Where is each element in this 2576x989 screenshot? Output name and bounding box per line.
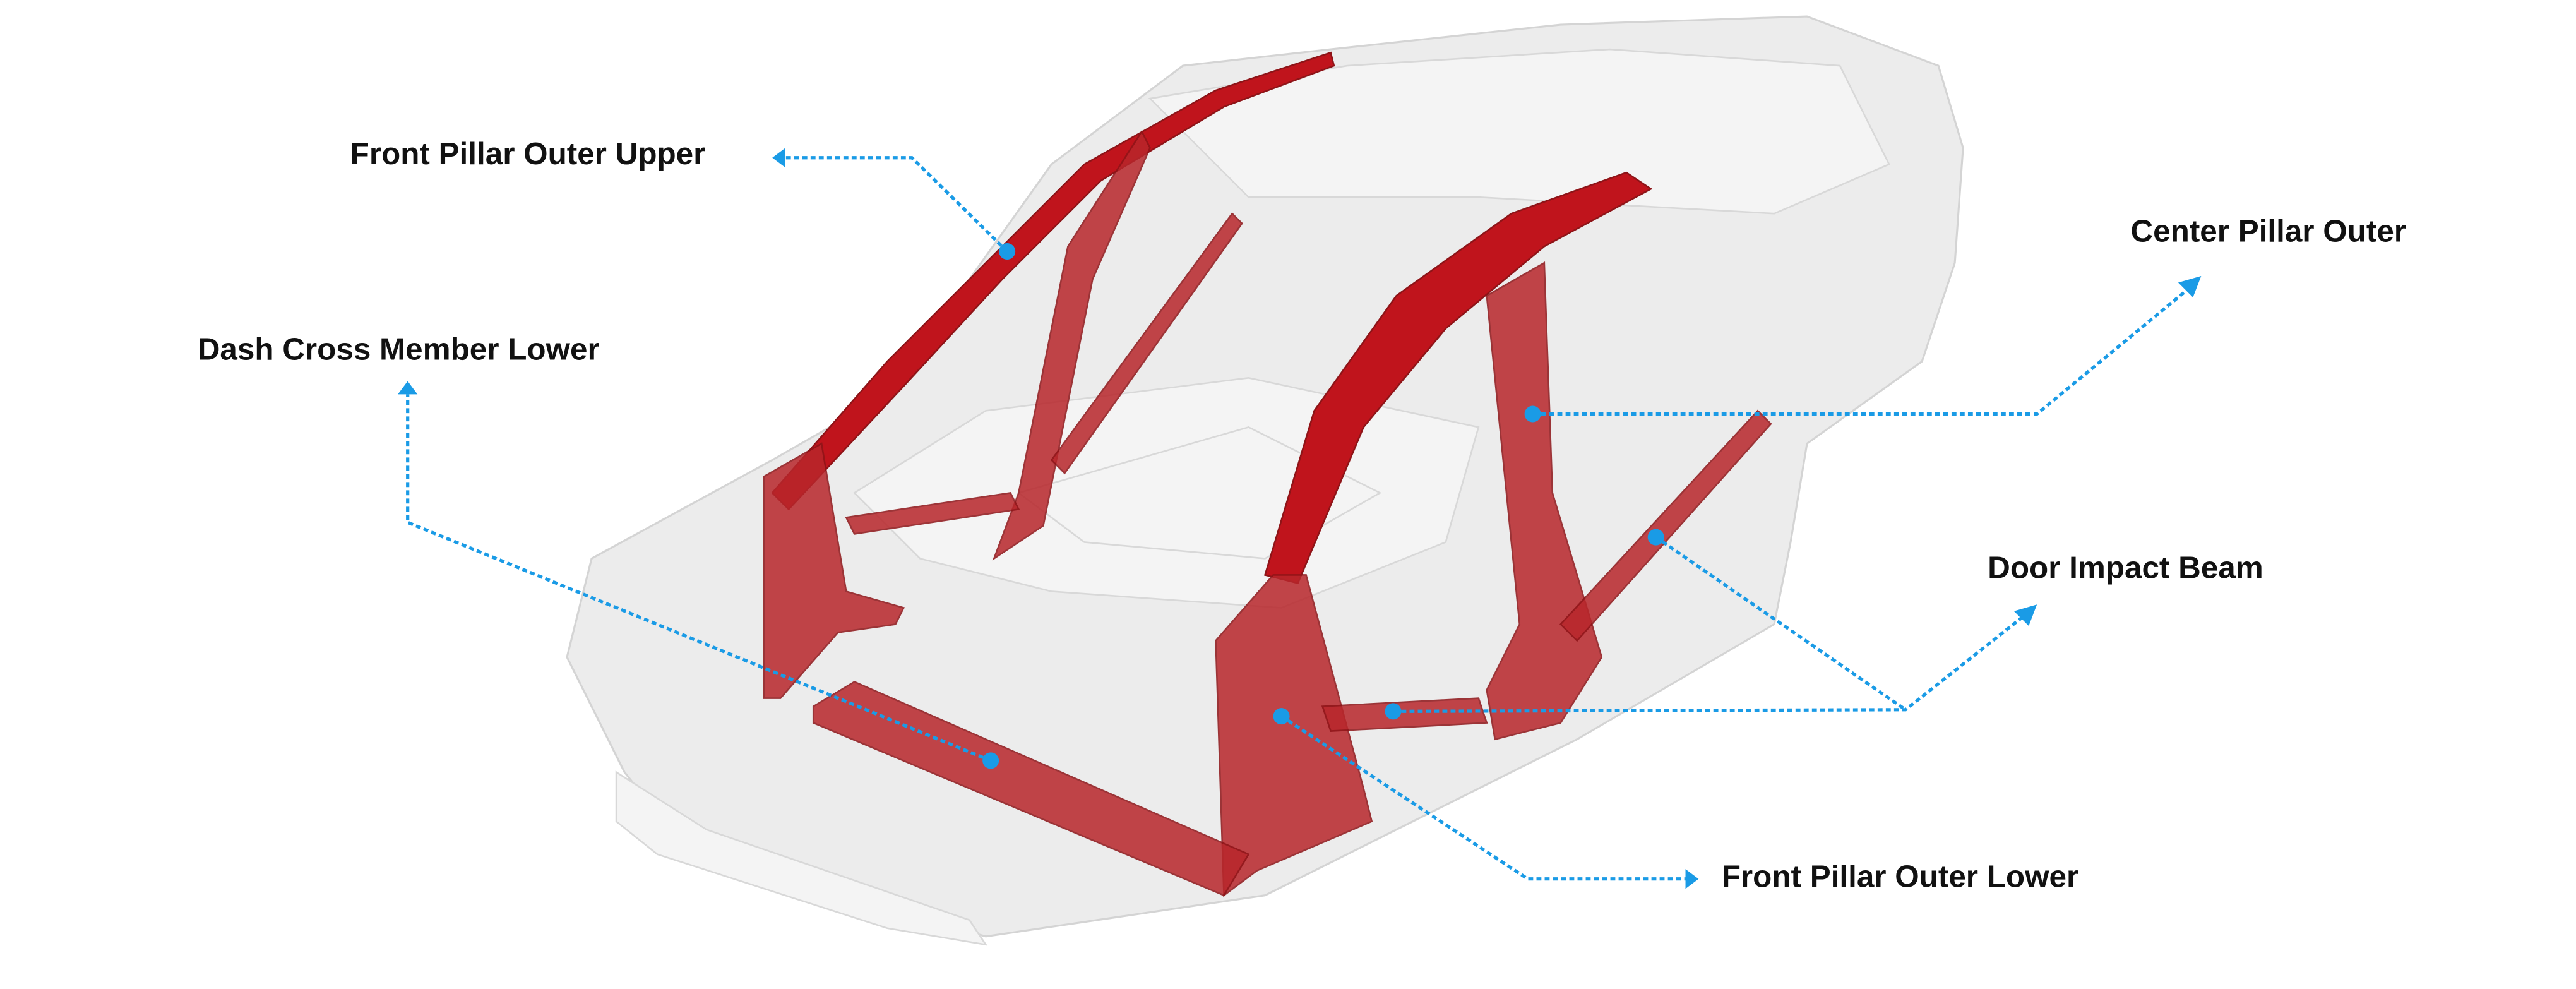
- arrow-up-icon: [398, 381, 418, 395]
- marker-dot: [1647, 529, 1664, 546]
- callout-front-pillar-outer-lower: Front Pillar Outer Lower: [1273, 708, 2079, 894]
- arrow-up-right-icon: [2178, 276, 2202, 297]
- highlighted-parts: [763, 51, 1772, 897]
- marker-dot: [982, 752, 999, 769]
- label-center-pillar-outer: Center Pillar Outer: [2130, 213, 2406, 248]
- label-front-pillar-outer-upper: Front Pillar Outer Upper: [350, 136, 706, 171]
- dash-brace-part: [845, 491, 1020, 535]
- arrow-up-right-icon: [2013, 604, 2037, 626]
- callout-dash-cross-member-lower: Dash Cross Member Lower: [198, 332, 999, 769]
- marker-dot: [1273, 708, 1290, 725]
- front-pillar-outer-upper-part: [771, 51, 1335, 511]
- dash-cross-member-lower-part: [812, 681, 1250, 897]
- marker-dot: [999, 243, 1016, 260]
- callout-center-pillar-outer: Center Pillar Outer: [1524, 213, 2406, 423]
- door-impact-beam-part: [1321, 697, 1488, 732]
- windshield-diagonal-part: [1050, 212, 1243, 475]
- rear-door-beam-part: [1559, 409, 1772, 642]
- a-pillar-inner-part: [763, 442, 905, 699]
- arrow-left-icon: [772, 148, 785, 168]
- label-dash-cross-member-lower: Dash Cross Member Lower: [198, 332, 600, 367]
- roof-rail-part: [1263, 171, 1653, 585]
- callout-front-pillar-outer-upper: Front Pillar Outer Upper: [350, 136, 1016, 260]
- marker-dot: [1524, 405, 1541, 423]
- label-front-pillar-outer-lower: Front Pillar Outer Lower: [1722, 860, 2079, 894]
- label-door-impact-beam: Door Impact Beam: [1988, 551, 2263, 585]
- front-pillar-outer-lower-part: [1215, 574, 1373, 897]
- arrow-right-icon: [1685, 869, 1699, 889]
- marker-dot: [1385, 703, 1402, 720]
- callout-door-impact-beam: Door Impact Beam: [1385, 529, 2263, 720]
